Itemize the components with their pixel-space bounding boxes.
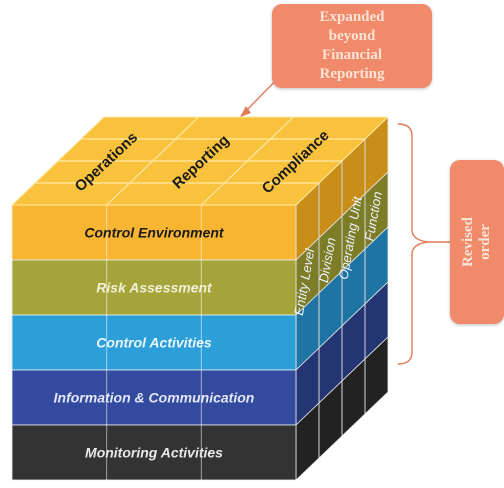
expanded-arrow-head [240, 106, 251, 117]
component-label: Information & Communication [54, 390, 255, 406]
components-front-face [11, 204, 297, 481]
expanded-callout-line: Expanded [319, 9, 385, 25]
component-band [11, 424, 297, 481]
expanded-callout-line: Reporting [319, 66, 385, 82]
component-band [11, 204, 297, 261]
component-label: Control Environment [84, 225, 225, 241]
revised-order-line: order [477, 224, 493, 260]
component-band [11, 314, 297, 371]
objectives-top-face [10, 116, 390, 206]
expanded-callout-line: Financial [321, 47, 382, 63]
expanded-callout: Expanded beyond Financial Reporting [272, 4, 432, 88]
revised-order-line: Revised [460, 217, 476, 267]
revised-order-callout: Revised order [450, 160, 504, 324]
revised-order-bracket [397, 123, 429, 365]
component-band [11, 259, 297, 316]
revised-order-text: Revised order [460, 217, 494, 267]
structure-side-face [295, 116, 389, 481]
component-label: Monitoring Activities [85, 445, 223, 461]
component-label: Control Activities [96, 335, 212, 351]
expanded-callout-line: beyond [328, 28, 376, 44]
component-label: Risk Assessment [96, 280, 213, 296]
